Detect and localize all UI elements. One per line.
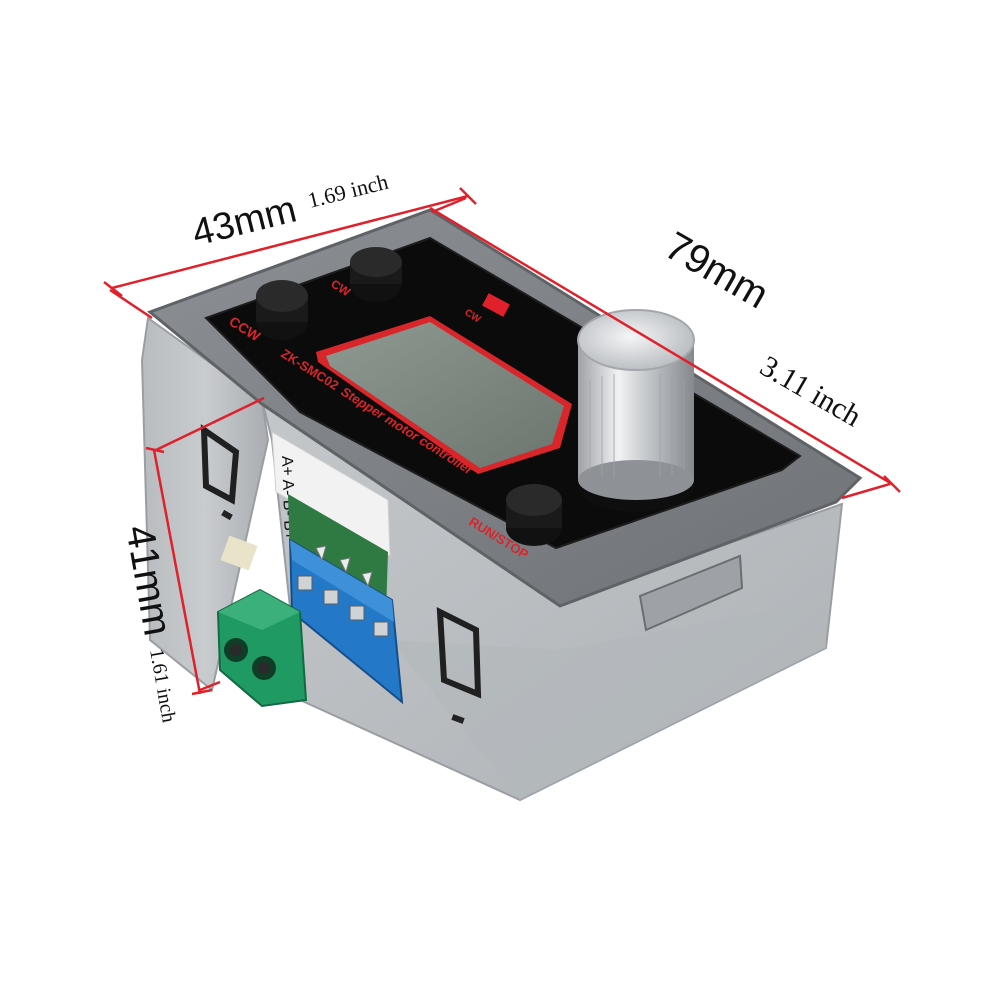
run-stop-button[interactable]: [506, 484, 562, 546]
dim-height-tick-a: [145, 446, 165, 454]
cw-button[interactable]: [350, 247, 402, 302]
dim-width-tick-b: [459, 187, 477, 205]
dim-length-tick: [883, 475, 901, 493]
dim-length-mm: 79mm: [658, 224, 776, 318]
terminal-label-card: [271, 431, 391, 557]
rotary-knob[interactable]: [577, 309, 695, 512]
housing-lower-body: [390, 600, 826, 800]
component-cream: [220, 535, 258, 571]
clip-front: [436, 606, 482, 699]
dim-length-inch: 3.11 inch: [755, 349, 867, 433]
ccw-button[interactable]: [256, 280, 308, 340]
dim-width-inch: 1.69 inch: [305, 169, 391, 213]
dim-width-tick-a: [103, 281, 123, 297]
dimension-lines: [103, 187, 901, 696]
dim-length-line: [429, 206, 893, 486]
dim-width-line: [111, 194, 469, 290]
cw-indicator-led: [482, 293, 510, 317]
dim-height-line: [152, 449, 202, 695]
screw-terminal: [288, 538, 404, 705]
lcd-display: [316, 316, 572, 474]
green-connector: [216, 588, 308, 708]
dim-height-tick-b: [191, 688, 213, 696]
clip-left: [200, 424, 240, 505]
clip-right: [638, 554, 744, 632]
vent-slot: [451, 714, 465, 724]
vent-slot-2: [221, 509, 233, 521]
